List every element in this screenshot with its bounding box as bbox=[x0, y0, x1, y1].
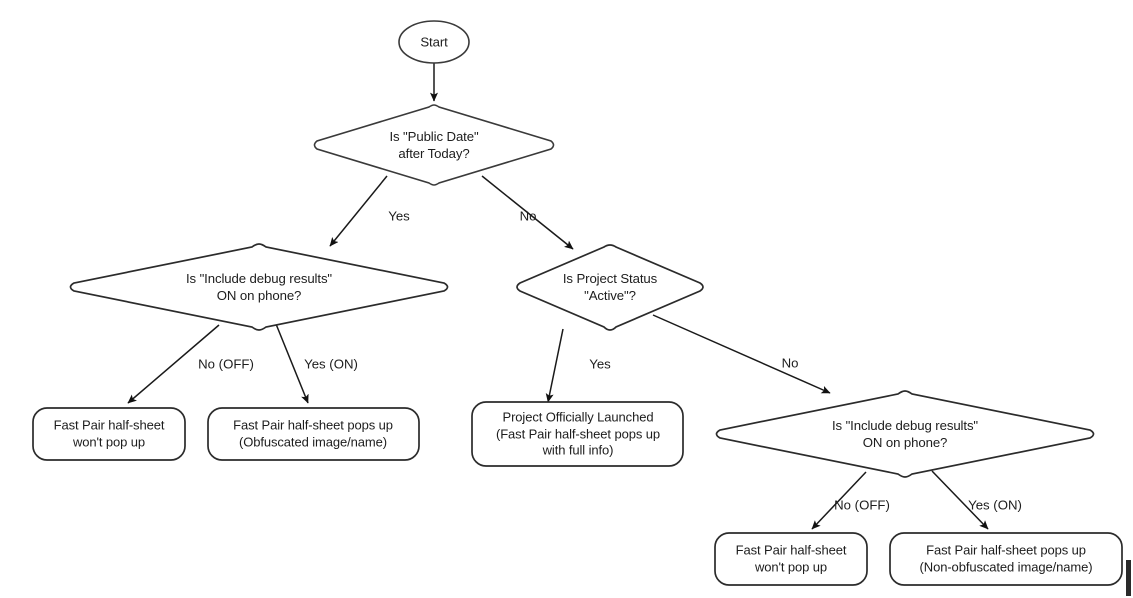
edge-label-decision2-yes-on: Yes (ON) bbox=[304, 356, 358, 372]
node-terminal3-shape bbox=[471, 401, 684, 467]
node-terminal5-shape bbox=[889, 532, 1123, 586]
edge-label-decision4-yes-on: Yes (ON) bbox=[968, 497, 1022, 513]
node-decision2-shape bbox=[69, 243, 449, 331]
edge-decision4-yes-on bbox=[931, 470, 989, 530]
edge-decision2-no-off bbox=[127, 324, 220, 404]
node-terminal1-shape bbox=[32, 407, 186, 461]
edge-decision3-yes bbox=[545, 328, 564, 403]
edge-decision3-no bbox=[652, 314, 831, 394]
node-decision1-shape bbox=[313, 104, 555, 186]
node-terminal2-shape bbox=[207, 407, 420, 461]
edge-decision1-no bbox=[481, 175, 574, 250]
node-terminal4-shape bbox=[714, 532, 868, 586]
edge-decision1-yes bbox=[329, 175, 388, 247]
edge-label-decision4-no-off: No (OFF) bbox=[834, 497, 890, 513]
edge-label-decision3-yes: Yes bbox=[589, 356, 611, 372]
scan-edge-artifact bbox=[1126, 560, 1131, 596]
edge-decision4-no-off bbox=[811, 471, 867, 530]
edge-label-decision3-no: No bbox=[781, 355, 799, 371]
edge-decision2-yes-on bbox=[275, 323, 309, 404]
node-decision3-shape bbox=[516, 244, 704, 331]
edge-label-decision1-yes: Yes bbox=[388, 208, 410, 224]
node-decision4-shape bbox=[715, 390, 1095, 478]
node-start-shape bbox=[398, 20, 470, 64]
edge-label-decision2-no-off: No (OFF) bbox=[198, 356, 254, 372]
edge-label-decision1-no: No bbox=[519, 208, 537, 224]
